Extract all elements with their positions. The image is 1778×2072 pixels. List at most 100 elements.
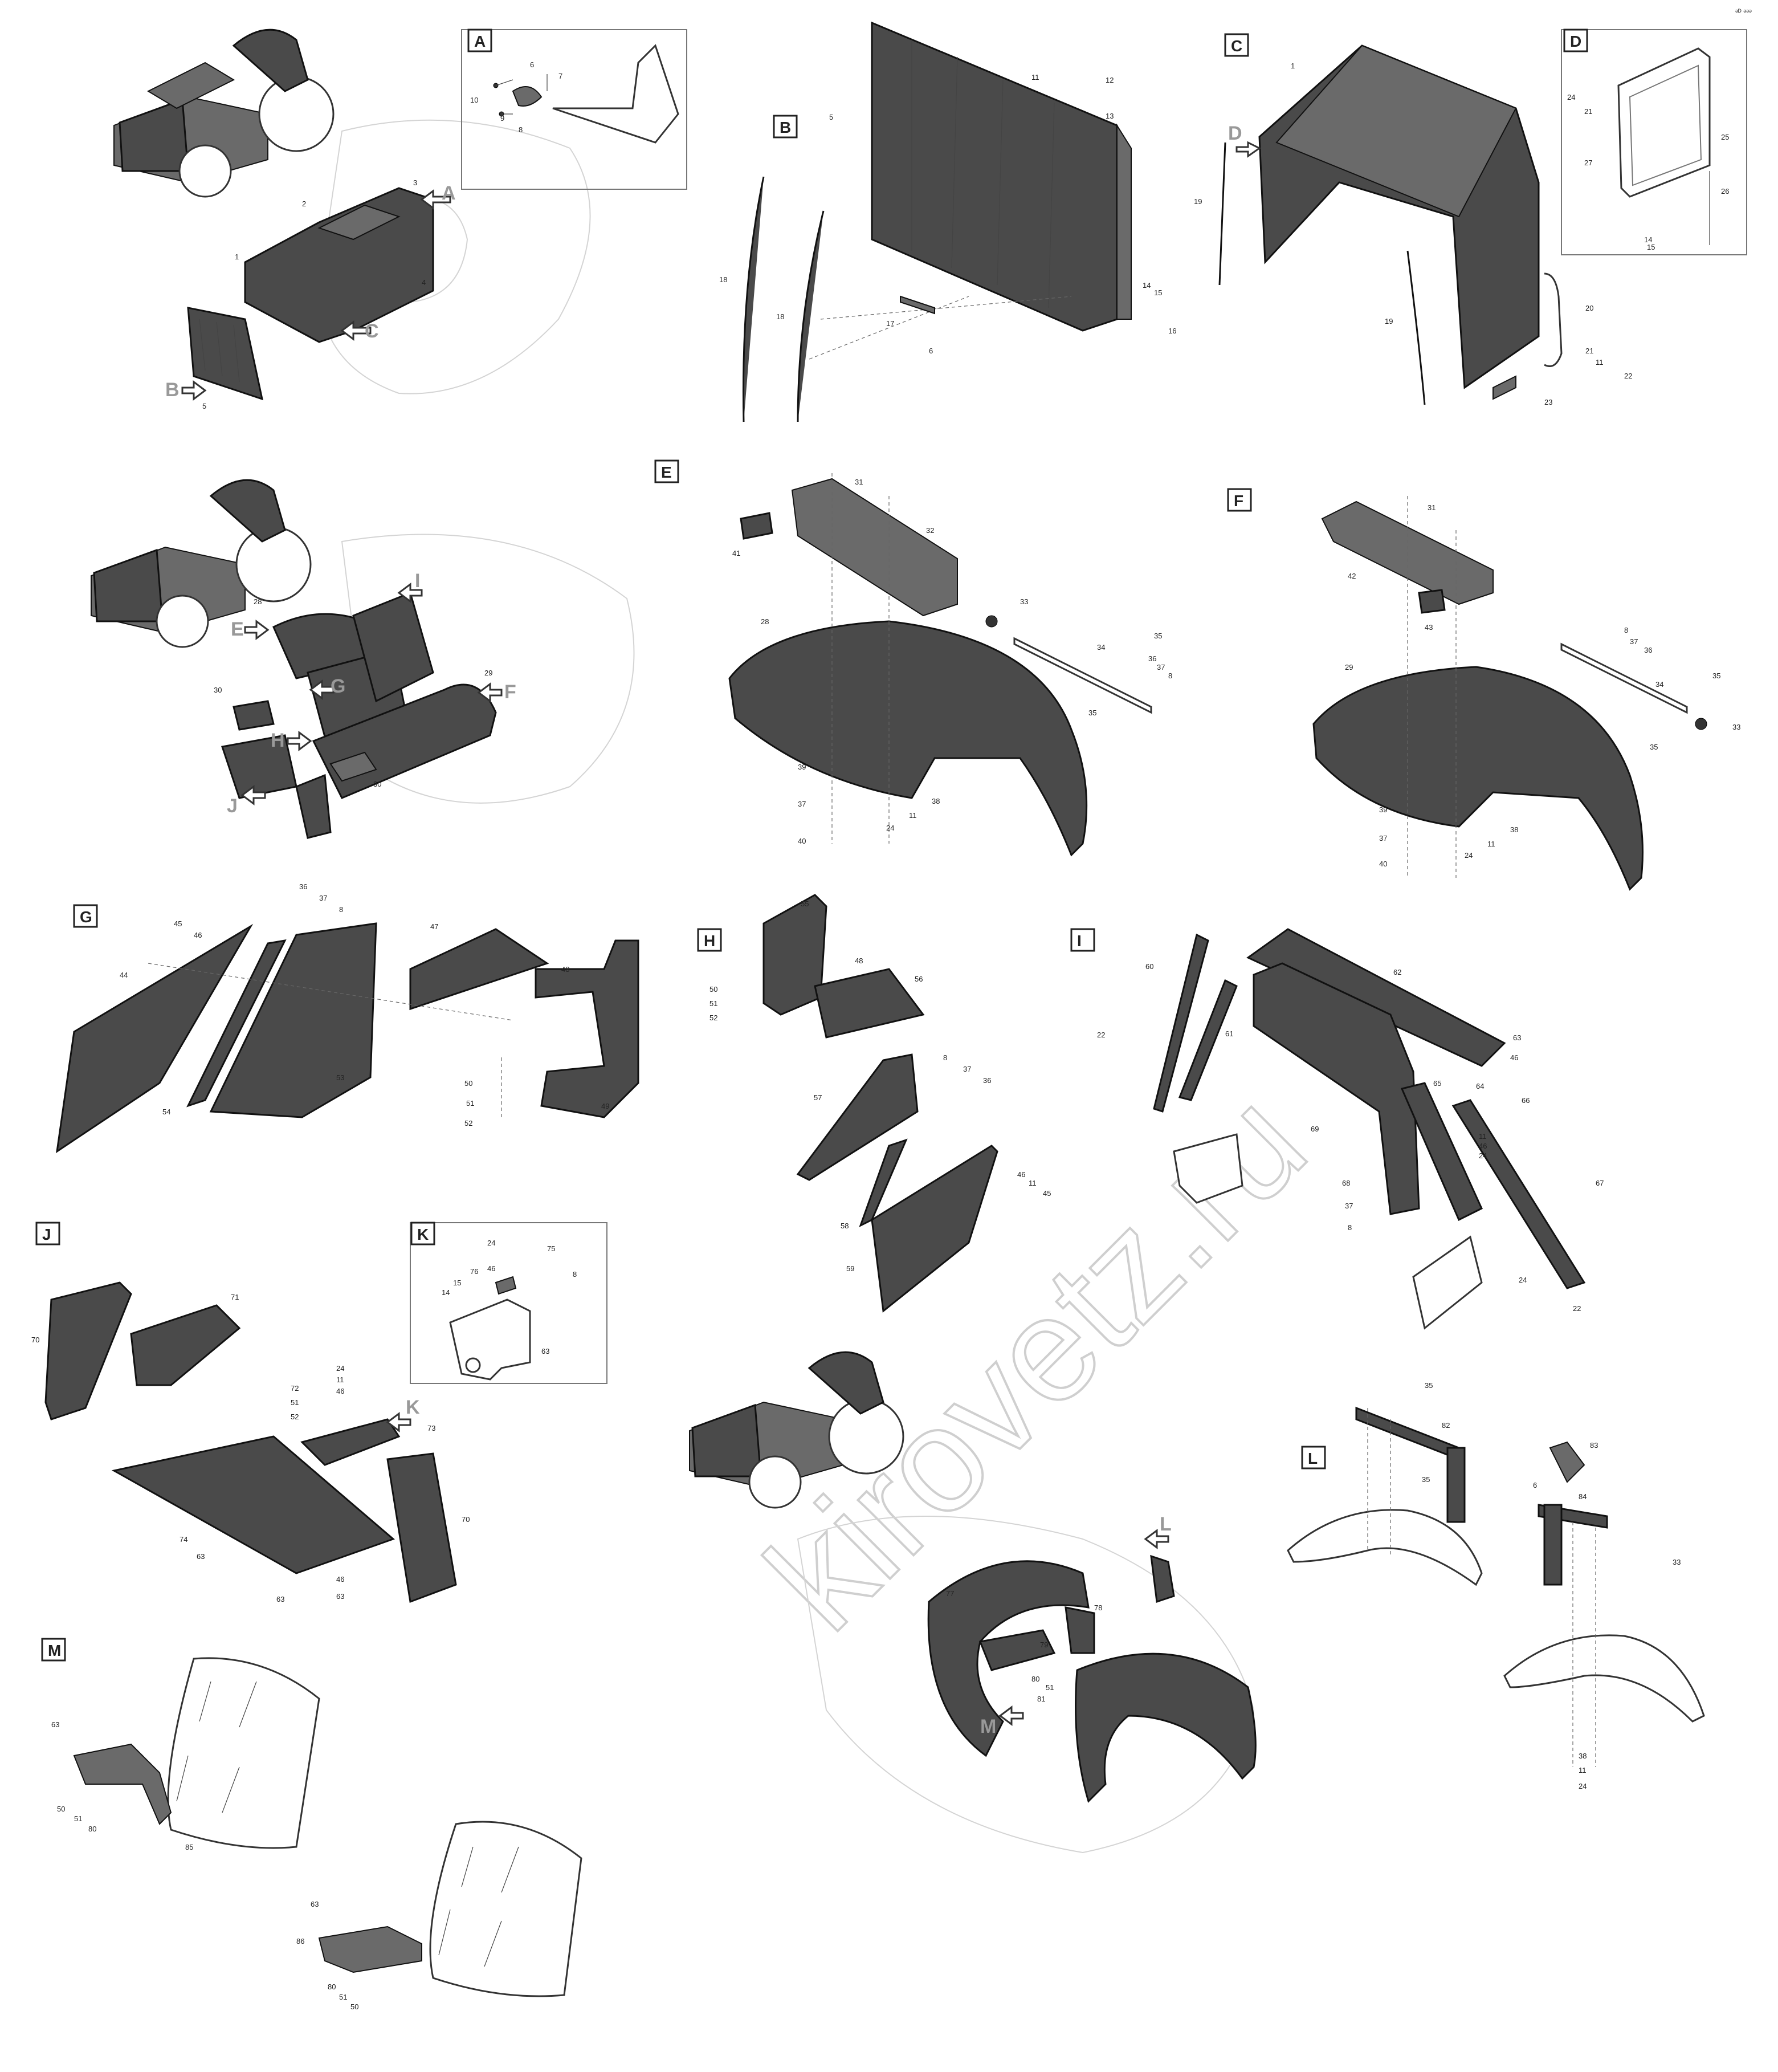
- m-label-50b: 50: [350, 2002, 358, 2011]
- m-label-63b: 63: [311, 1900, 319, 1908]
- section-a: A 6 7 8 9 10: [461, 29, 687, 190]
- a-label-6: 6: [530, 60, 534, 69]
- front-grille-panel: [187, 307, 264, 401]
- section-f: F 31 42 43 8 37 36 34 35 29 33 35 39 37 …: [1227, 488, 1740, 891]
- i-label-61: 61: [1225, 1029, 1233, 1038]
- section-h: H 55 48 50 51 52 56 37 36 8 57 46 11 45 …: [697, 894, 1051, 1313]
- l-label-24: 24: [1579, 1782, 1587, 1790]
- ov1-label-4: 4: [422, 278, 426, 287]
- i-label-8: 8: [1348, 1223, 1352, 1232]
- section-h-tag: H: [704, 932, 715, 950]
- callout-h-arrow: H: [271, 730, 312, 751]
- b-label-6: 6: [929, 347, 933, 355]
- i-label-63: 63: [1513, 1033, 1521, 1042]
- g-label-47: 47: [430, 922, 438, 931]
- cab-shroud: [244, 187, 434, 343]
- b-label-17: 17: [886, 319, 894, 328]
- b-label-18a: 18: [719, 275, 727, 284]
- d-label-15: 15: [1647, 243, 1655, 251]
- svg-text:J: J: [227, 795, 238, 817]
- c-label-19b: 19: [1385, 317, 1393, 325]
- i-label-22b: 22: [1573, 1304, 1581, 1313]
- ov1-label-1: 1: [235, 253, 239, 261]
- f-label-37b: 37: [1379, 834, 1387, 842]
- k-label-63: 63: [541, 1347, 549, 1355]
- f-label-39: 39: [1379, 805, 1387, 814]
- i-label-66: 66: [1522, 1096, 1530, 1105]
- ov1-label-5: 5: [202, 402, 206, 410]
- l-label-6: 6: [1533, 1481, 1537, 1489]
- section-k: K 24 76 75 8 46 15 14 63: [410, 1222, 607, 1384]
- h-label-50: 50: [709, 985, 717, 994]
- e-label-8: 8: [1168, 671, 1172, 680]
- ov1-label-2: 2: [302, 200, 306, 208]
- section-b: B 5 11 12 13 14 15 16 17 6 18 18: [719, 21, 1176, 422]
- svg-text:G: G: [331, 675, 345, 697]
- j-label-63b: 63: [336, 1592, 344, 1601]
- svg-text:M: M: [980, 1716, 996, 1737]
- m-label-80a: 80: [88, 1825, 96, 1833]
- ov2-label-30b: 30: [373, 780, 381, 788]
- section-c: C D 1 19 19 20 21 11 22 23: [1194, 33, 1632, 406]
- section-j: J 70 71 72 51 52 24 11 46 73 74 63 46 63…: [31, 1222, 470, 1603]
- a-label-10: 10: [470, 96, 478, 104]
- a-label-8: 8: [519, 125, 523, 134]
- h-label-48: 48: [855, 956, 863, 965]
- overview-tractor-3: 77 78 79 80 51 81 L M: [689, 1351, 1257, 1854]
- h-label-52: 52: [709, 1013, 717, 1022]
- m-label-80b: 80: [328, 1983, 336, 1991]
- l-label-11: 11: [1579, 1766, 1587, 1774]
- d-label-27: 27: [1584, 158, 1592, 167]
- i-label-69: 69: [1311, 1125, 1319, 1133]
- svg-text:F: F: [504, 681, 516, 703]
- i-label-62: 62: [1393, 968, 1401, 976]
- d-label-14: 14: [1644, 235, 1652, 244]
- f-label-42: 42: [1348, 572, 1356, 580]
- callout-m-arrow: M: [980, 1705, 1024, 1737]
- mview-label-80: 80: [1031, 1675, 1039, 1683]
- section-g-tag: G: [80, 908, 92, 926]
- callout-d-arrow: D: [1228, 123, 1261, 158]
- e-label-37: 37: [1157, 663, 1165, 671]
- callout-e-arrow: E: [231, 618, 270, 640]
- g-label-8: 8: [339, 905, 343, 914]
- d-label-25: 25: [1721, 133, 1729, 141]
- mview-label-81: 81: [1037, 1695, 1045, 1703]
- k-label-15: 15: [453, 1279, 461, 1287]
- m-label-85: 85: [185, 1843, 193, 1851]
- section-d: D 24 21 27 25 26 14 15: [1561, 29, 1747, 255]
- g-label-53: 53: [336, 1073, 344, 1082]
- j-label-52: 52: [291, 1412, 299, 1421]
- i-label-22: 22: [1097, 1031, 1105, 1039]
- j-label-73: 73: [427, 1424, 435, 1432]
- g-label-37: 37: [319, 894, 327, 902]
- i-label-24b: 24: [1519, 1276, 1527, 1284]
- tractor-thumbnail-1: [113, 29, 335, 198]
- section-g: G 36 37 8 45 46 44 47 48 53 54 50 51 52 …: [56, 882, 639, 1154]
- c-label-1: 1: [1291, 62, 1295, 70]
- h-label-37: 37: [963, 1065, 971, 1073]
- section-e: E 31 32 41 28 33 34 35 36 37 8 35 39 37 …: [654, 459, 1172, 857]
- f-label-36: 36: [1644, 646, 1652, 654]
- e-label-37b: 37: [798, 800, 806, 808]
- section-i-tag: I: [1077, 932, 1082, 950]
- i-label-64: 64: [1476, 1082, 1484, 1090]
- m-label-50a: 50: [57, 1805, 65, 1813]
- svg-text:D: D: [1228, 123, 1242, 144]
- g-label-50: 50: [464, 1079, 472, 1088]
- b-label-16: 16: [1168, 327, 1176, 335]
- l-label-83: 83: [1590, 1441, 1598, 1450]
- h-label-46: 46: [1017, 1170, 1025, 1179]
- i-label-46: 46: [1510, 1053, 1518, 1062]
- section-j-tag: J: [42, 1226, 51, 1243]
- overview-tractor-1: 1 2 3 4 5 A C B: [113, 29, 591, 410]
- f-label-40: 40: [1379, 860, 1387, 868]
- e-label-39: 39: [798, 763, 806, 771]
- e-label-41: 41: [732, 549, 740, 557]
- m-label-63a: 63: [51, 1720, 59, 1729]
- svg-text:H: H: [271, 730, 285, 751]
- b-label-12: 12: [1106, 76, 1114, 84]
- j-label-71: 71: [231, 1293, 239, 1301]
- k-label-46: 46: [487, 1264, 495, 1273]
- b-label-15: 15: [1154, 288, 1162, 297]
